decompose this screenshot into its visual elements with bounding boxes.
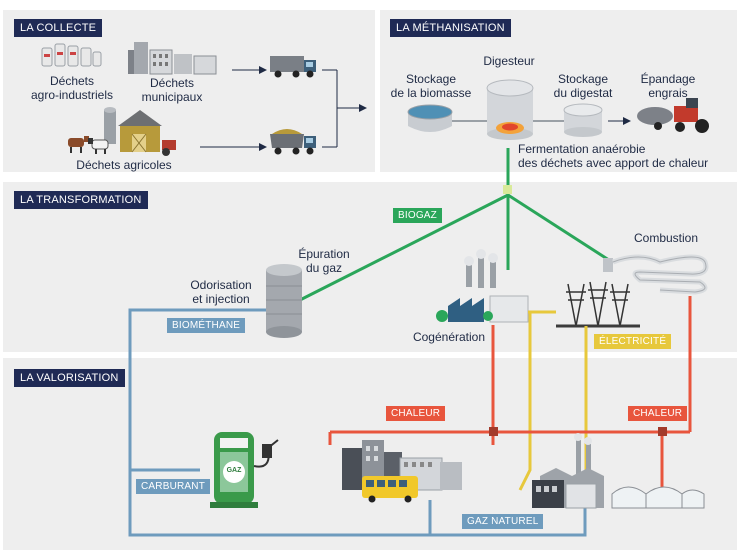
- label-odorisation: Odorisation et injection: [190, 278, 252, 306]
- combustion-coil-icon: [603, 254, 709, 295]
- tag-chaleur-2: CHALEUR: [628, 406, 688, 421]
- bus-icon: [362, 476, 418, 503]
- label-digesteur: Digesteur: [483, 54, 535, 68]
- farm-icon: [104, 107, 176, 156]
- tag-biomethane: BIOMÉTHANE: [167, 318, 246, 333]
- agro-industrial-icon: [41, 43, 102, 67]
- biomethane-network: [128, 308, 587, 537]
- tag-gaz-naturel: GAZ NATUREL: [462, 514, 544, 529]
- label-fermentation: Fermentation anaérobie des déchets avec …: [518, 142, 709, 170]
- biogaz-junction: [503, 185, 512, 194]
- factory-icon: [532, 433, 604, 509]
- panel-transformation: [3, 182, 737, 352]
- greenhouse-icon: [611, 486, 705, 509]
- power-pylons-icon: [556, 281, 640, 328]
- label-cogeneration: Cogénération: [412, 330, 486, 344]
- truck-icon: [270, 129, 316, 155]
- label-stockage-digestat: Stockage du digestat: [553, 72, 613, 100]
- digestate-storage-icon: [563, 103, 603, 137]
- cogeneration-plant-icon: [436, 249, 529, 323]
- panel-methanisation: [380, 10, 737, 172]
- gas-purification-icon: [266, 264, 302, 338]
- truck-icon: [270, 56, 316, 78]
- tag-carburant: CARBURANT: [136, 479, 211, 494]
- section-valorisation-title: LA VALORISATION: [14, 369, 125, 387]
- tag-electricite: ÉLECTRICITÉ: [594, 334, 672, 349]
- section-collecte-title: LA COLLECTE: [14, 19, 103, 37]
- gas-pump-sign: GAZ: [226, 467, 242, 474]
- gas-pump-icon: [210, 432, 279, 508]
- label-epandage: Épandage engrais: [640, 72, 696, 100]
- tag-biogaz: BIOGAZ: [393, 208, 442, 223]
- cows-icon: [68, 136, 109, 154]
- label-agricoles: Déchets agricoles: [76, 158, 172, 172]
- section-methanisation-title: LA MÉTHANISATION: [390, 19, 511, 37]
- heat-network: [328, 296, 692, 490]
- label-municipaux: Déchets municipaux: [141, 76, 203, 104]
- tractor-icon: [637, 98, 709, 133]
- label-stockage-biomasse: Stockage de la biomasse: [390, 72, 472, 100]
- municipal-buildings-icon: [128, 42, 217, 75]
- tag-chaleur-1: CHALEUR: [386, 406, 446, 421]
- label-agro-industriels: Déchets agro-industriels: [30, 74, 114, 102]
- section-transformation-title: LA TRANSFORMATION: [14, 191, 148, 209]
- label-combustion: Combustion: [633, 231, 699, 245]
- biomass-storage-icon: [407, 104, 453, 132]
- label-epuration: Épuration du gaz: [298, 247, 350, 275]
- digester-icon: [486, 79, 534, 140]
- biogaz-network: [299, 148, 613, 302]
